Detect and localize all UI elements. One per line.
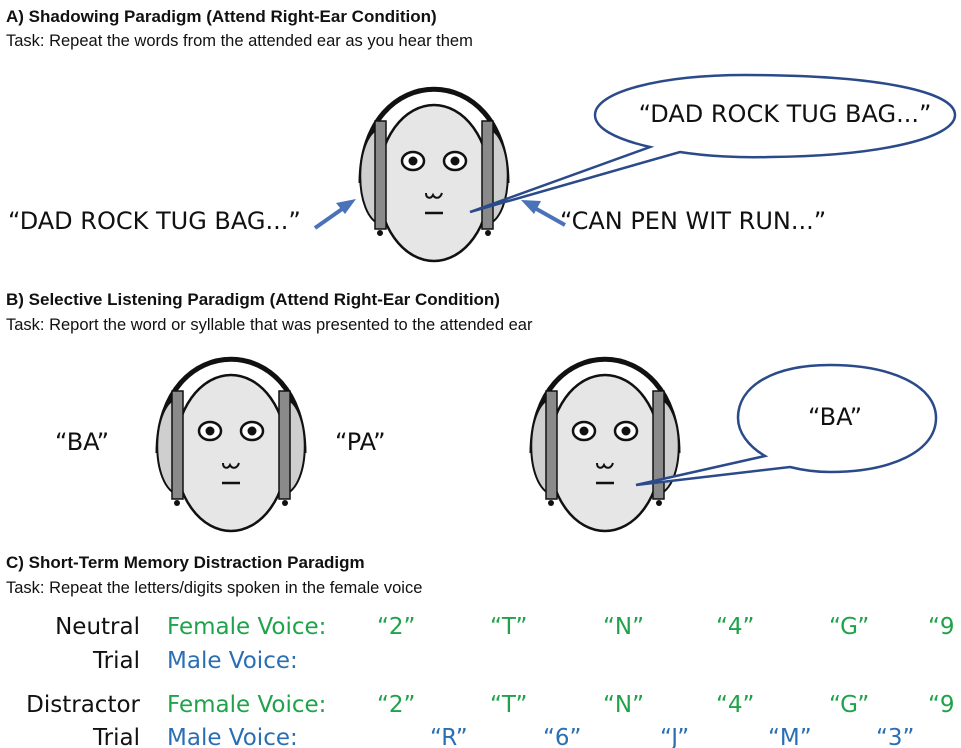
neutral-female-label: Female Voice: [167,614,326,640]
neutral-female-items: “2” “T” “N” “4” “G” “9 [377,614,955,640]
right-ear-syllable: “PA” [335,428,386,456]
panel-b-task: Task: Report the word or syllable that w… [6,316,533,334]
panel-b: B) Selective Listening Paradigm (Attend … [6,290,938,531]
listener-head-a [360,89,508,261]
left-ear-arrow [313,205,347,230]
sequence-item: “R” [430,725,468,748]
panel-a: A) Shadowing Paradigm (Attend Right-Ear … [6,7,957,261]
listener-head-b-left [157,359,305,531]
sequence-item: “G” [829,692,869,718]
distractor-female-items: “2” “T” “N” “4” “G” “9 [377,692,955,718]
sequence-item: “9 [928,614,955,640]
sequence-item: “T” [490,692,527,718]
panel-a-heading: A) Shadowing Paradigm (Attend Right-Ear … [6,7,437,26]
speech-bubble-b [635,363,938,487]
distractor-trial-name-line1: Distractor [26,692,140,718]
sequence-item: “T” [490,614,527,640]
neutral-male-label: Male Voice: [167,648,298,674]
right-ear-words: “CAN PEN WIT RUN...” [560,207,826,235]
speech-bubble-a-text: “DAD ROCK TUG BAG...” [639,100,932,128]
distractor-male-items: “R” “6” “J” “M” “3” [430,725,914,748]
neutral-trial-name-line2: Trial [92,648,140,674]
left-ear-syllable: “BA” [55,428,109,456]
neutral-trial-name-line1: Neutral [55,614,140,640]
distractor-trial-name-line2: Trial [92,725,140,748]
panel-b-heading: B) Selective Listening Paradigm (Attend … [6,290,500,309]
sequence-item: “N” [603,692,644,718]
panel-c-task: Task: Repeat the letters/digits spoken i… [6,579,422,597]
sequence-item: “M” [768,725,812,748]
sequence-item: “9 [928,692,955,718]
panel-c: C) Short-Term Memory Distraction Paradig… [6,553,955,748]
sequence-item: “2” [377,614,415,640]
speech-bubble-a [469,73,957,214]
sequence-item: “N” [603,614,644,640]
panel-c-heading: C) Short-Term Memory Distraction Paradig… [6,553,365,572]
sequence-item: “J” [660,725,689,748]
right-ear-arrow [532,205,566,227]
panel-a-task: Task: Repeat the words from the attended… [6,32,473,50]
distractor-female-label: Female Voice: [167,692,326,718]
speech-bubble-b-text: “BA” [808,403,862,431]
sequence-item: “2” [377,692,415,718]
sequence-item: “4” [716,692,754,718]
sequence-item: “G” [829,614,869,640]
distractor-male-label: Male Voice: [167,725,298,748]
listener-head-b-right [531,359,679,531]
sequence-item: “4” [716,614,754,640]
sequence-item: “3” [876,725,914,748]
left-ear-words: “DAD ROCK TUG BAG...” [8,207,301,235]
sequence-item: “6” [543,725,581,748]
